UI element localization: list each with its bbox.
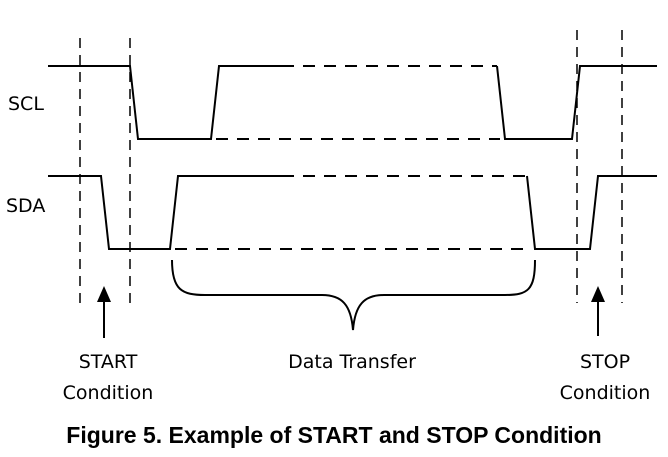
sda-waveform [48,175,657,250]
data-transfer-label: Data Transfer [288,351,416,373]
scl-label: SCL [8,93,44,115]
sda-label: SDA [6,195,45,217]
sda-end-segment [526,175,657,250]
scl-end-segment [496,65,657,140]
scl-start-segment [48,65,282,140]
stop-label-line2: Condition [560,382,651,404]
sda-start-segment [48,175,282,250]
start-arrow-icon [97,286,111,338]
scl-waveform [48,65,657,140]
figure-caption: Figure 5. Example of START and STOP Cond… [66,422,601,448]
data-transfer-brace [171,259,536,331]
timing-guides [79,30,623,303]
stop-arrow-icon [591,286,605,336]
start-label-line2: Condition [63,382,154,404]
stop-label-line1: STOP [580,351,630,373]
start-label-line1: START [79,351,138,373]
